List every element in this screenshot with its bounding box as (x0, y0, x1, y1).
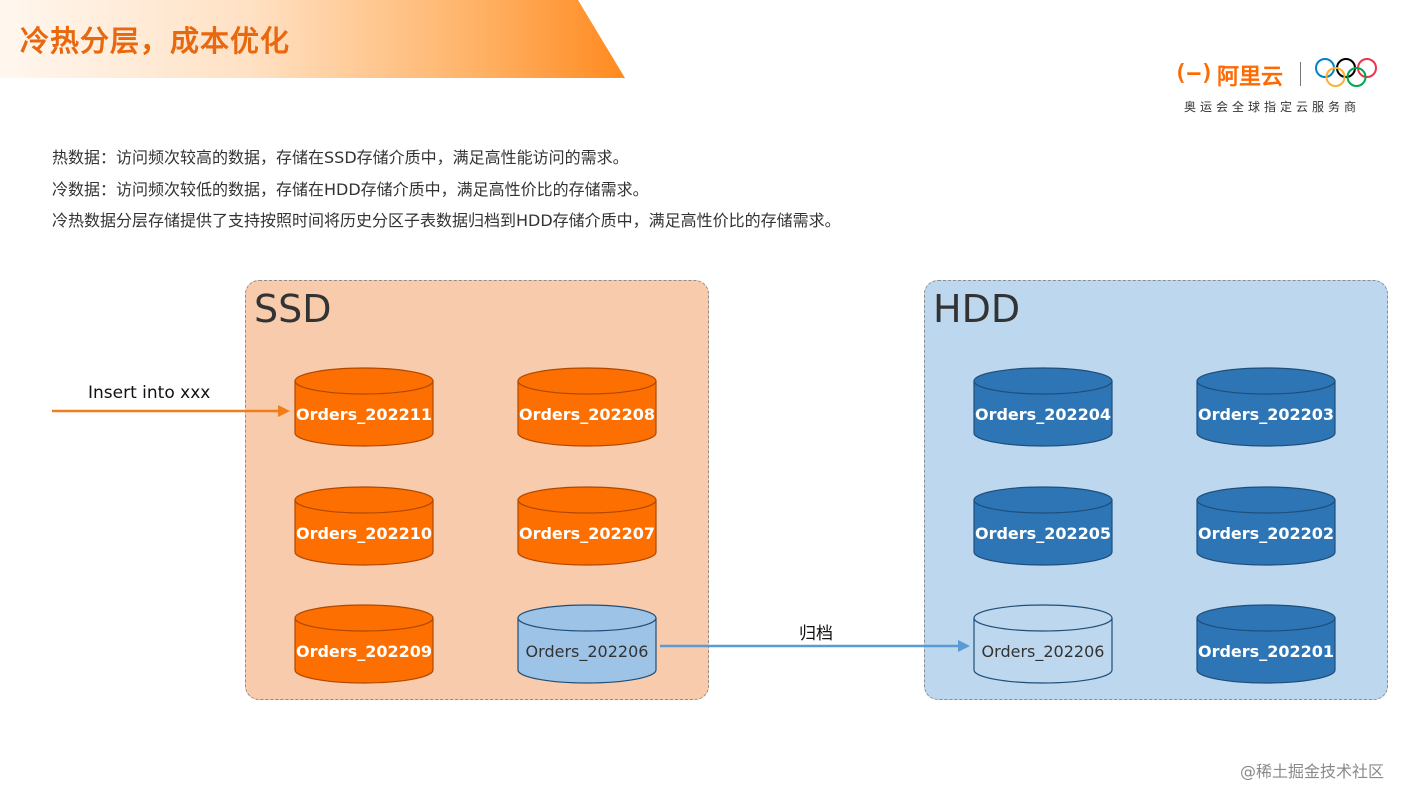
aliyun-bracket-icon: (–) (1174, 61, 1214, 86)
ssd-table-orders-202211: Orders_202211 (294, 367, 434, 447)
database-icon (973, 486, 1113, 566)
page-title: 冷热分层，成本优化 (20, 24, 291, 58)
database-icon (973, 604, 1113, 684)
hot-data-description: 热数据：访问频次较高的数据，存储在SSD存储介质中，满足高性能访问的需求。 (52, 148, 629, 167)
ssd-table-orders-202209: Orders_202209 (294, 604, 434, 684)
table-name: Orders_202209 (295, 642, 432, 661)
database-icon (294, 367, 434, 447)
database-icon (294, 486, 434, 566)
cold-data-description: 冷数据：访问频次较低的数据，存储在HDD存储介质中，满足高性价比的存储需求。 (52, 180, 649, 199)
watermark: @稀土掘金技术社区 (1240, 762, 1385, 781)
logo-name: 阿里云 (1217, 65, 1284, 90)
database-icon (294, 604, 434, 684)
table-name: Orders_202201 (1197, 642, 1334, 661)
hdd-table-orders-202202: Orders_202202 (1196, 486, 1336, 566)
database-icon (1196, 367, 1336, 447)
ssd-table-orders-202208: Orders_202208 (517, 367, 657, 447)
title-band (0, 0, 625, 78)
aliyun-logo: (–) 阿里云 奥运会全球指定云服务商 (1172, 56, 1387, 116)
hdd-table-orders-202203: Orders_202203 (1196, 367, 1336, 447)
table-name: Orders_202205 (974, 524, 1111, 543)
database-icon (517, 486, 657, 566)
insert-arrow-label: Insert into xxx (88, 383, 211, 403)
database-icon (517, 367, 657, 447)
database-icon (1196, 486, 1336, 566)
logo-subtitle: 奥运会全球指定云服务商 (1184, 100, 1361, 114)
ssd-table-orders-202206-archiving: Orders_202206 (517, 604, 657, 684)
logo-divider (1300, 62, 1301, 86)
table-name: Orders_202203 (1197, 405, 1334, 424)
insert-arrow (52, 405, 290, 417)
table-name: Orders_202207 (518, 524, 655, 543)
table-name: Orders_202211 (295, 405, 432, 424)
olympic-rings-icon (1315, 58, 1377, 87)
hdd-label: HDD (933, 287, 1021, 331)
hdd-table-orders-202201: Orders_202201 (1196, 604, 1336, 684)
ssd-label: SSD (254, 287, 332, 331)
hdd-table-orders-202204: Orders_202204 (973, 367, 1113, 447)
table-name: Orders_202202 (1197, 524, 1334, 543)
archive-arrow (660, 640, 970, 652)
database-icon (517, 604, 657, 684)
table-name: Orders_202210 (295, 524, 432, 543)
ssd-table-orders-202210: Orders_202210 (294, 486, 434, 566)
archive-arrow-label: 归档 (799, 624, 833, 644)
table-name: Orders_202206 (525, 642, 649, 661)
hdd-table-orders-202205: Orders_202205 (973, 486, 1113, 566)
hdd-table-orders-202206-archived: Orders_202206 (973, 604, 1113, 684)
database-icon (973, 367, 1113, 447)
ssd-table-orders-202207: Orders_202207 (517, 486, 657, 566)
tiering-description: 冷热数据分层存储提供了支持按照时间将历史分区子表数据归档到HDD存储介质中，满足… (52, 211, 841, 230)
table-name: Orders_202206 (981, 642, 1105, 661)
table-name: Orders_202208 (518, 405, 655, 424)
database-icon (1196, 604, 1336, 684)
table-name: Orders_202204 (974, 405, 1111, 424)
